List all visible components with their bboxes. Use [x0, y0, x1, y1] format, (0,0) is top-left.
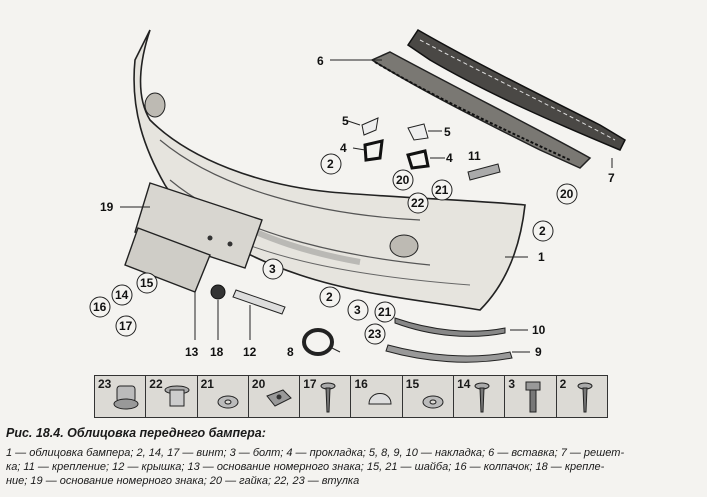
grille-insert-part — [370, 51, 592, 169]
callout-10: 10 — [532, 323, 546, 337]
caption-line-3: ние; 19 — основание номерного знака; 20 … — [6, 475, 360, 487]
svg-text:14: 14 — [115, 288, 129, 302]
bushing-23-icon — [113, 385, 139, 410]
strip-label: 14 — [457, 377, 471, 391]
bumper-exploded-view: 1 2 2 2 3 3 4 4 5 5 6 7 8 9 10 11 12 13 … — [89, 28, 626, 363]
strip-cell-3: 3 — [505, 376, 557, 417]
svg-text:22: 22 — [411, 196, 425, 210]
trim-ring-8-part — [302, 328, 334, 356]
caption-line-1: 1 — облицовка бампера; 2, 14, 17 — винт;… — [6, 447, 625, 459]
screw-2-icon — [577, 382, 593, 413]
callout-7: 7 — [608, 171, 615, 185]
trim-9-part — [385, 344, 513, 363]
callout-19: 19 — [100, 200, 114, 214]
strip-cell-22: 22 — [146, 376, 198, 417]
screw-17-icon — [320, 382, 336, 413]
callout-9: 9 — [535, 345, 542, 359]
callout-20-a: 20 — [392, 169, 414, 191]
svg-text:3: 3 — [354, 303, 361, 317]
caption-title: Рис. 18.4. Облицовка переднего бампера: — [6, 426, 266, 440]
callout-2-c: 2 — [319, 286, 341, 308]
strip-label: 3 — [508, 377, 516, 391]
strip-label: 23 — [98, 377, 112, 391]
callout-6: 6 — [317, 54, 324, 68]
strip-label: 20 — [251, 377, 266, 391]
callout-14: 14 — [111, 284, 133, 306]
svg-text:3: 3 — [269, 262, 276, 276]
cap-12-part — [232, 289, 286, 315]
nut-20-icon — [266, 389, 292, 407]
leader-lines — [120, 59, 613, 353]
callout-21-a: 21 — [431, 179, 453, 201]
callout-16: 16 — [89, 296, 111, 318]
washer-21-icon — [217, 395, 239, 409]
strip-cell-15: 15 — [403, 376, 455, 417]
strip-label: 15 — [405, 377, 420, 391]
gasket-4-left — [363, 139, 384, 162]
callout-21-b: 21 — [374, 301, 396, 323]
callout-23: 23 — [364, 323, 386, 345]
callout-13: 13 — [185, 345, 199, 359]
washer-15-icon — [422, 395, 444, 409]
svg-text:16: 16 — [93, 300, 107, 314]
callout-22: 22 — [407, 192, 429, 214]
strip-cell-14: 14 — [454, 376, 506, 417]
figure-caption: Рис. 18.4. Облицовка переднего бампера: … — [6, 426, 701, 488]
svg-text:23: 23 — [368, 327, 382, 341]
callout-labels: 1 2 2 2 3 3 4 4 5 5 6 7 8 9 10 11 12 13 … — [89, 54, 615, 359]
strip-cell-17: 17 — [300, 376, 352, 417]
fastener-18-part — [210, 284, 226, 300]
callout-12: 12 — [243, 345, 257, 359]
callout-4-b: 4 — [446, 151, 453, 165]
mount-11-part — [467, 163, 501, 181]
svg-text:2: 2 — [539, 224, 546, 238]
caption-line-2: ка; 11 — крепление; 12 — крышка; 13 — ос… — [6, 461, 605, 473]
callout-5-b: 5 — [444, 125, 451, 139]
strip-cell-2: 2 — [557, 376, 607, 417]
strip-label: 22 — [149, 377, 163, 391]
strip-label: 16 — [354, 377, 368, 391]
svg-text:20: 20 — [560, 187, 574, 201]
strip-label: 17 — [303, 377, 317, 391]
svg-text:17: 17 — [119, 319, 133, 333]
svg-text:21: 21 — [378, 305, 392, 319]
cap-16-icon — [368, 393, 392, 405]
callout-4-a: 4 — [340, 141, 347, 155]
trim-5-right — [407, 123, 429, 141]
bolt-3-icon — [525, 381, 541, 413]
strip-label: 21 — [200, 377, 214, 391]
callout-20-b: 20 — [556, 183, 578, 205]
strip-label: 2 — [559, 377, 567, 391]
screw-14-icon — [474, 382, 490, 413]
fasteners-strip: 23 22 21 20 17 16 15 14 3 2 — [94, 375, 608, 418]
callout-3-b: 3 — [347, 299, 369, 321]
strip-cell-23: 23 — [95, 376, 147, 417]
callout-3-a: 3 — [262, 258, 284, 280]
callout-11: 11 — [468, 149, 481, 163]
callout-1: 1 — [538, 250, 545, 264]
svg-text:2: 2 — [326, 290, 333, 304]
trim-5-left — [361, 117, 379, 136]
callout-5-a: 5 — [342, 114, 349, 128]
strip-cell-16: 16 — [351, 376, 403, 417]
grille-part — [406, 28, 626, 151]
trim-10-part — [394, 317, 506, 337]
license-plate-base-19-part — [134, 182, 263, 269]
bushing-22-icon — [164, 385, 190, 407]
strip-cell-21: 21 — [198, 376, 249, 417]
svg-text:15: 15 — [140, 276, 154, 290]
gasket-4-right — [406, 149, 430, 170]
callout-18: 18 — [210, 345, 224, 359]
callout-2-b: 2 — [532, 220, 554, 242]
strip-cell-20: 20 — [249, 376, 301, 417]
svg-text:21: 21 — [435, 183, 449, 197]
callout-17: 17 — [115, 315, 137, 337]
svg-text:2: 2 — [327, 157, 334, 171]
svg-text:20: 20 — [396, 173, 410, 187]
callout-15: 15 — [136, 272, 158, 294]
callout-8: 8 — [287, 345, 294, 359]
callout-2-a: 2 — [320, 153, 342, 175]
